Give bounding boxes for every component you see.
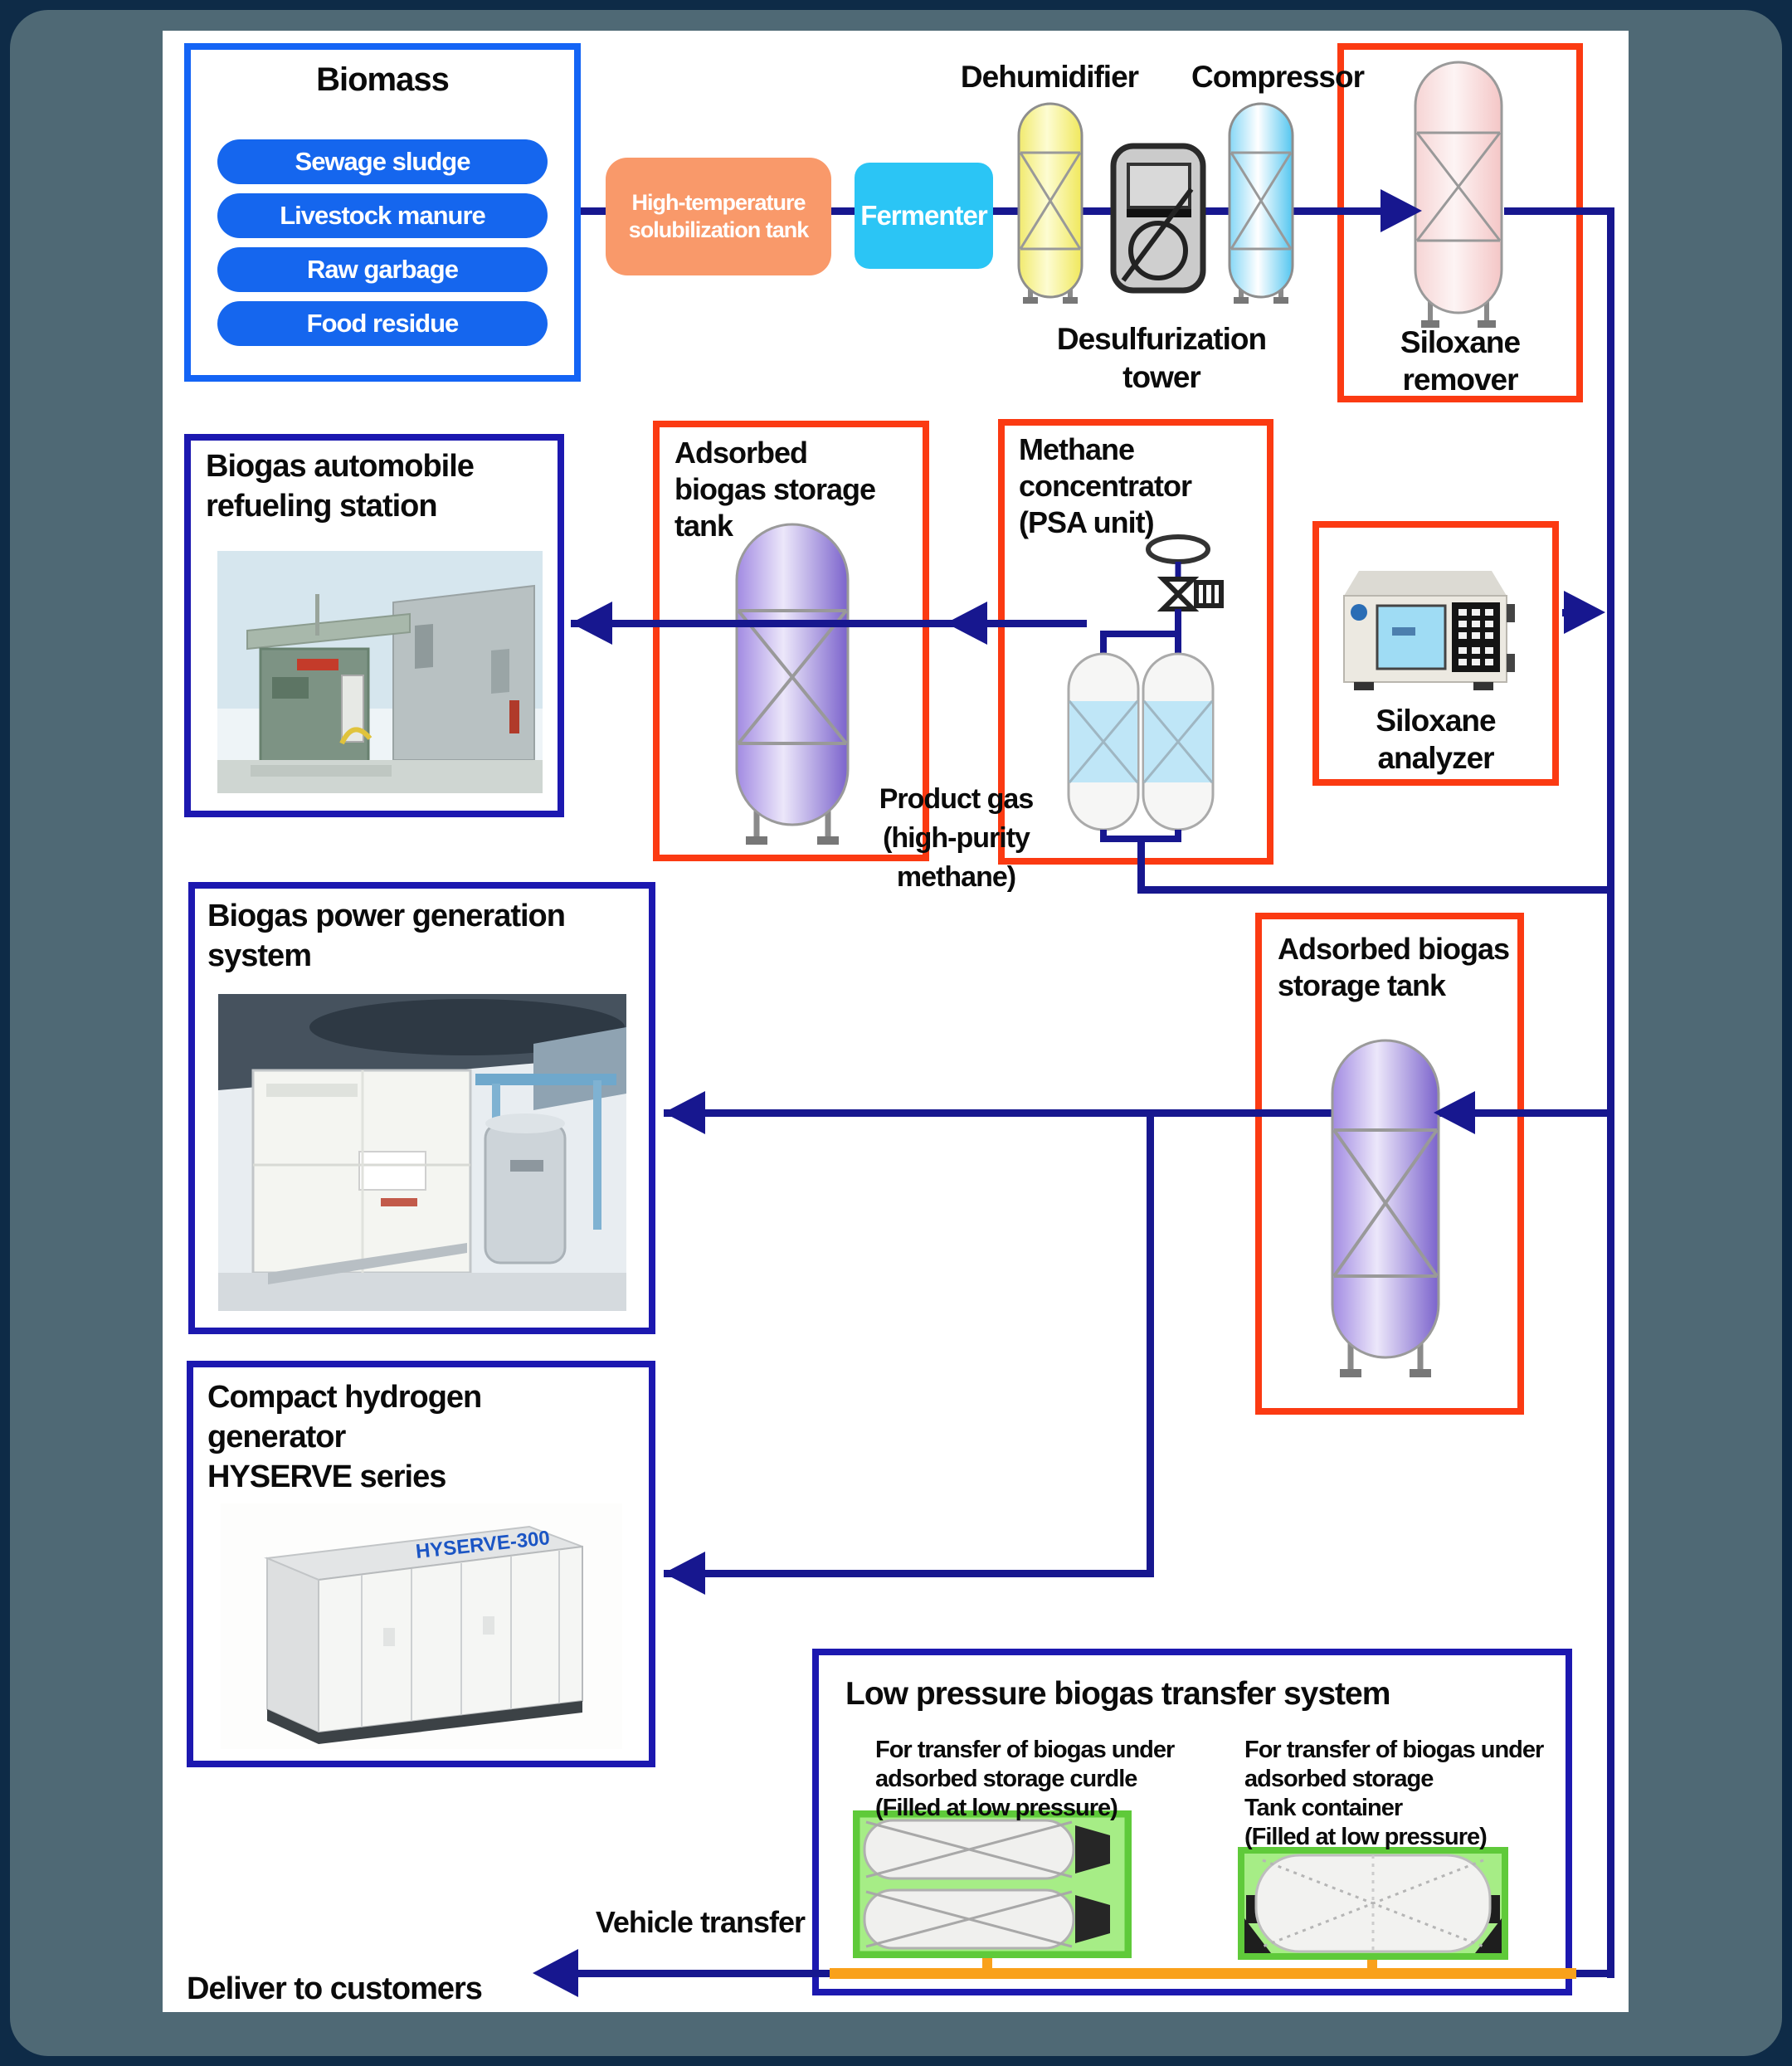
siloxane-remover-label: Siloxane remover (1400, 325, 1521, 397)
line-remover-to-right (1504, 207, 1614, 215)
deliver-label: Deliver to customers (187, 1971, 483, 2006)
adsorbed-tank-2-label: Adsorbed biogas storage tank (1278, 932, 1510, 1002)
methane-concentrator-label: Methane concentrator (PSA unit) (1019, 432, 1192, 539)
curdle-caption: For transfer of biogas under adsorbed st… (875, 1737, 1175, 1821)
transfer-line-navy-joint (1570, 1970, 1614, 1977)
psa-unit-icon (1067, 534, 1224, 842)
biomass-item-sewage-sludge: Sewage sludge (217, 139, 548, 184)
adsorbed-tank-1-icon (735, 523, 850, 845)
low-pressure-title: Low pressure biogas transfer system (845, 1676, 1390, 1712)
hydrogen-branch-line (664, 1570, 1154, 1577)
biomass-item-food-residue: Food residue (217, 301, 548, 346)
power-generation-line (664, 1109, 1607, 1117)
hydrogen-generator-title: Compact hydrogen generator HYSERVE serie… (207, 1380, 482, 1494)
refueling-station-photo (217, 551, 543, 793)
desulfurization-tower-label: Desulfurization tower (1056, 322, 1267, 394)
solubilization-tank-node: High-temperature solubilization tank (606, 158, 831, 275)
arrow-into-hydrogen-generator (664, 1552, 705, 1595)
hydrogen-branch-drop (1147, 1113, 1154, 1577)
arrow-into-siloxane-remover (1381, 189, 1422, 232)
arrow-into-storage-tank-1 (946, 602, 987, 645)
arrow-into-refueling-station (571, 602, 612, 645)
biomass-item-livestock-manure: Livestock manure (217, 193, 548, 238)
siloxane-analyzer-photo (1343, 571, 1515, 690)
curdle-cylinders-icon (853, 1810, 1132, 1958)
deliver-line (578, 1970, 830, 1977)
psa-outlet-drop (1137, 838, 1145, 894)
main-flow-line-top (581, 207, 1421, 215)
psa-outlet-to-right (1137, 886, 1614, 894)
adsorbed-tank-2-icon (1331, 1039, 1440, 1377)
power-generation-photo (218, 994, 626, 1311)
container-caption: For transfer of biogas under adsorbed st… (1244, 1737, 1544, 1850)
arrow-into-storage-tank-2 (1434, 1091, 1475, 1134)
dehumidifier-label: Dehumidifier (960, 60, 1139, 94)
siloxane-remover-tank-icon (1414, 61, 1503, 328)
refueling-station-title: Biogas automobile refueling station (206, 449, 475, 524)
dehumidifier-machine-icon (1110, 143, 1206, 294)
tank-container-icon (1238, 1847, 1508, 1960)
product-gas-line (571, 620, 1087, 627)
biomass-item-raw-garbage: Raw garbage (217, 247, 548, 292)
adsorbed-tank-1-label: Adsorbed biogas storage tank (674, 436, 876, 543)
siloxane-analyzer-label: Siloxane analyzer (1376, 704, 1496, 775)
arrow-analyzer-to-line (1564, 591, 1605, 634)
main-return-line-right (1607, 207, 1614, 1978)
transfer-line-orange (830, 1968, 1576, 1979)
fermenter-node: Fermenter (855, 163, 993, 269)
arrow-into-power-system (664, 1091, 705, 1134)
power-generation-title: Biogas power generation system (207, 899, 566, 973)
compressor-label: Compressor (1191, 60, 1365, 94)
product-gas-label: Product gas (high-purity methane) (879, 783, 1034, 893)
hydrogen-generator-photo: HYSERVE-300 (221, 1503, 622, 1749)
biomass-title: Biomass (316, 61, 450, 98)
arrow-deliver-to-customers (533, 1949, 578, 1997)
vehicle-transfer-label: Vehicle transfer (595, 1905, 806, 1939)
desulfurization-tower-icon (1017, 102, 1083, 304)
compressor-tank-icon (1228, 102, 1294, 304)
